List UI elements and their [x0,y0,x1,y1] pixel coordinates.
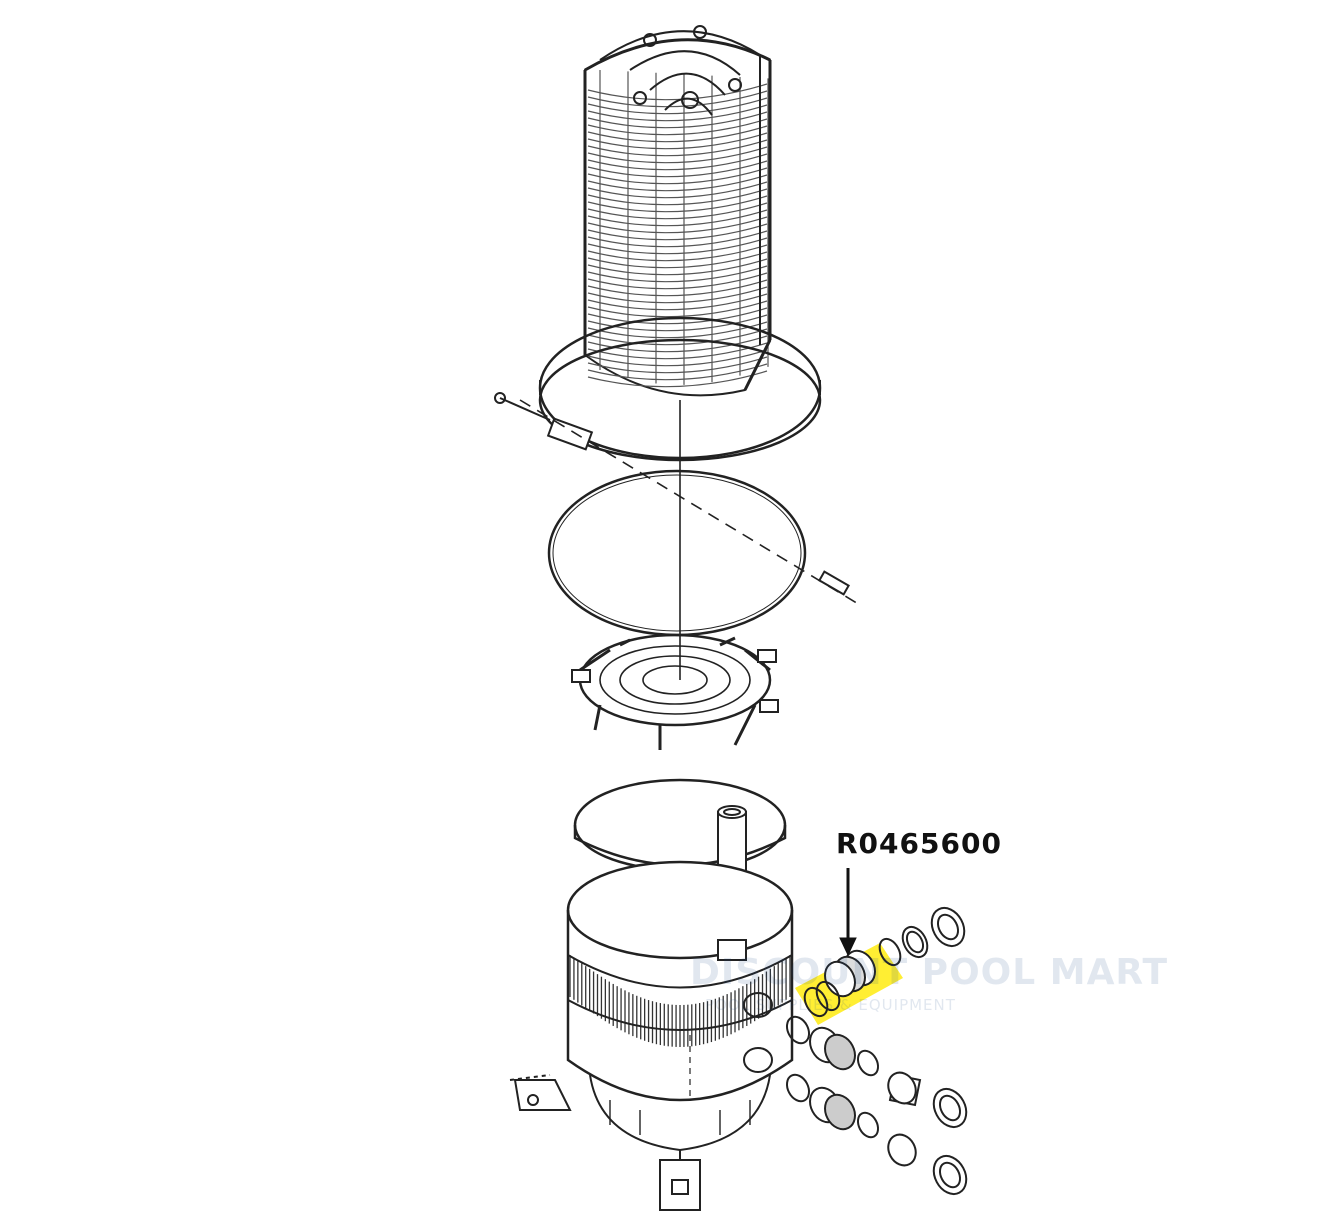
grid-slat-line [587,188,768,206]
grid-slat-line [587,349,768,367]
grid-slat-line [587,97,768,115]
grid-slat-line [587,118,768,136]
grid-slat-line [587,83,768,101]
grid-slat-line [587,258,768,276]
grid-slat-line [587,328,768,346]
grid-slat-line [587,167,768,185]
grid-slat-line [587,195,768,213]
manifold-assembly [571,633,779,750]
grid-slat-line [587,125,768,143]
grid-slat-line [587,286,768,304]
tank-o-ring [547,469,807,637]
grid-slat-line [587,293,768,311]
filter-grid-element [583,25,772,397]
grid-slat-line [587,181,768,199]
tank-body [566,860,794,1152]
part-number-callout: R0465600 [836,827,1002,860]
callout-arrow [839,868,857,957]
grid-slat-line [587,104,768,122]
tank-feet [509,1074,701,1211]
grid-slat-line [587,244,768,262]
grid-slat-line [587,265,768,283]
grid-slat-line [587,272,768,290]
grid-slat-line [587,111,768,129]
lower-port-fittings [785,1073,968,1196]
grid-slat-line [587,342,768,360]
grid-slat-line [587,230,768,248]
grid-slat-line [587,370,768,388]
grid-slat-line [587,363,768,381]
clamp-nut [818,570,850,596]
grid-slat-line [587,223,768,241]
grid-slat-line [587,335,768,353]
grid-slat-line [587,307,768,325]
grid-slat-line [587,132,768,150]
grid-slat-line [587,279,768,297]
upper-port-fittings [803,906,966,1018]
grid-slat-line [587,314,768,332]
grid-slat-line [587,202,768,220]
grid-slat-line [587,321,768,339]
grid-slat-line [587,300,768,318]
grid-slat-line [587,146,768,164]
grid-slat-line [587,237,768,255]
grid-slat-line [587,174,768,192]
grid-slat-line [587,216,768,234]
middle-port-fittings [785,1015,968,1129]
grid-slat-line [587,139,768,157]
grid-slat-line [587,251,768,269]
watermark-logo-text: DISCOUNT POOL MART [690,952,1169,993]
grid-slat-line [587,160,768,178]
grid-slat-line [587,90,768,108]
grid-slat-line [587,153,768,171]
tank-top-ring [573,778,787,872]
grid-slat-line [587,209,768,227]
watermark-tagline: POOL SUPPLIES & EQUIPMENT [705,996,956,1014]
grid-slat-line [587,356,768,374]
bolt-axis-line [519,399,861,606]
